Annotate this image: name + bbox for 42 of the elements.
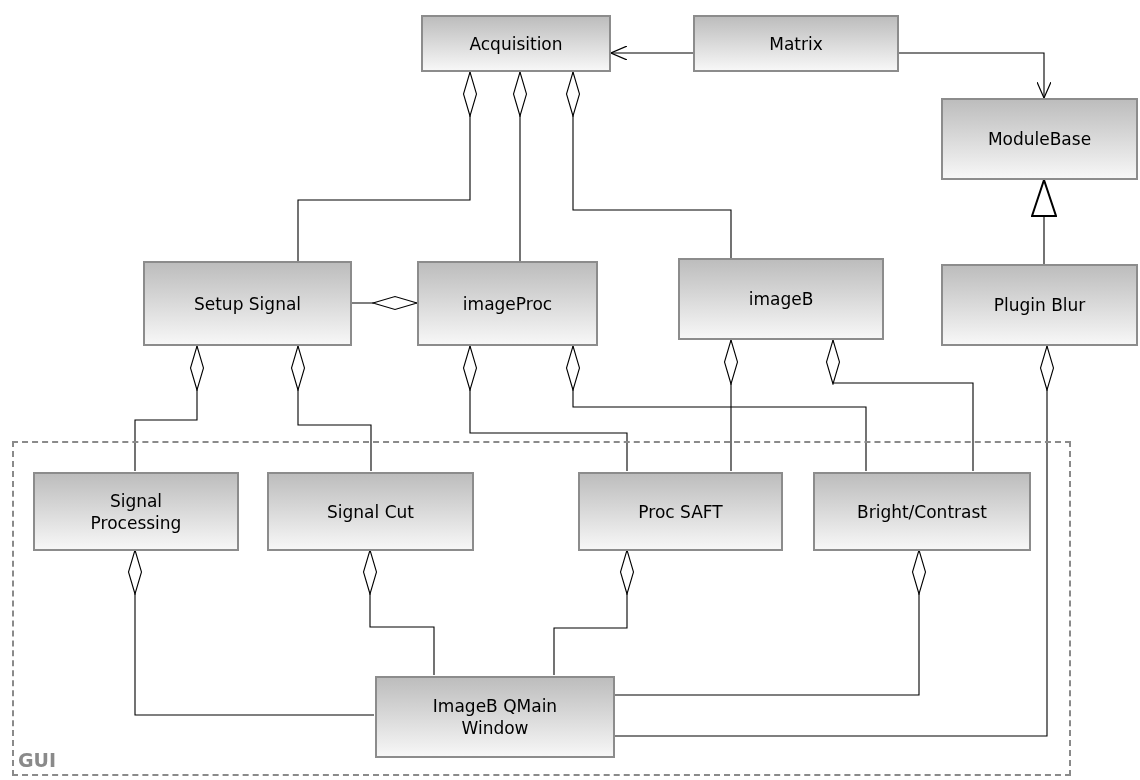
connector xyxy=(565,71,732,259)
class-box xyxy=(941,264,1138,346)
connector xyxy=(362,549,435,676)
connector xyxy=(351,295,418,311)
class-box xyxy=(375,676,615,758)
class-box xyxy=(267,472,474,551)
connector xyxy=(297,71,478,262)
package-frame xyxy=(12,441,1071,776)
class-box xyxy=(578,472,783,551)
connector xyxy=(127,549,375,716)
class-name: ImageB QMain Window xyxy=(431,695,559,739)
class-name: Setup Signal xyxy=(193,292,302,315)
package-label: GUI xyxy=(18,751,57,770)
connector xyxy=(290,345,372,472)
class-name: Matrix xyxy=(769,32,823,55)
connector xyxy=(825,339,974,472)
class-name: Bright/Contrast xyxy=(857,500,987,523)
class-box xyxy=(143,261,352,346)
connector xyxy=(610,45,694,61)
connector xyxy=(898,52,1052,99)
class-box xyxy=(678,258,884,340)
class-name: Signal Cut xyxy=(327,500,414,523)
class-box xyxy=(417,261,598,346)
connector xyxy=(134,345,205,472)
class-name: Plugin Blur xyxy=(993,294,1086,316)
class-name: Acquisition xyxy=(469,32,563,55)
class-box xyxy=(813,472,1031,551)
connector xyxy=(565,345,867,472)
class-box xyxy=(693,15,899,72)
connector xyxy=(553,549,635,676)
class-box xyxy=(33,472,239,551)
class-name: imageProc xyxy=(462,292,553,315)
class-name: imageB xyxy=(748,288,814,310)
class-box xyxy=(941,98,1138,180)
class-name: Signal Processing xyxy=(89,489,183,534)
class-name: ModuleBase xyxy=(987,128,1092,150)
class-name: Proc SAFT xyxy=(638,500,723,523)
class-box xyxy=(421,15,611,72)
connector xyxy=(462,345,628,472)
connector xyxy=(723,339,739,472)
connector xyxy=(512,71,528,262)
connector xyxy=(1031,179,1057,265)
